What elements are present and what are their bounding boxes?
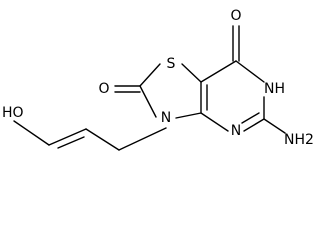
bond-ch-ch <box>48 128 87 146</box>
hydroxyl-group-label: HO <box>2 105 24 121</box>
bond-c7-n6 <box>235 60 265 83</box>
bond-s1-c2 <box>139 63 161 87</box>
chemical-structure: S O N N NH O NH2 HO <box>2 8 314 151</box>
sulfur-label: S <box>167 56 176 72</box>
thiazolone-oxygen-label: O <box>98 81 109 97</box>
bond-c5-n4 <box>243 118 265 132</box>
bond-n3-c3a <box>175 112 202 119</box>
ring-nh-label: NH <box>264 81 285 97</box>
bond-c5-n4-double <box>241 112 260 124</box>
ring-nitrogen-n4-label: N <box>231 123 241 139</box>
atom-label-layer: S O N N NH O NH2 HO <box>2 8 314 148</box>
bond-ch2-ch <box>85 128 120 151</box>
carbonyl-oxygen-label: O <box>230 8 241 24</box>
ring-nitrogen-n3-label: N <box>161 110 171 126</box>
amino-group-label: NH2 <box>284 132 314 148</box>
bond-c2-n3 <box>139 85 157 118</box>
bond-layer <box>13 25 286 151</box>
bond-c7a-s1 <box>181 63 202 83</box>
bond-n3-ch2 <box>118 127 167 151</box>
bond-n4-c3a <box>200 112 229 132</box>
bond-ch-ch2 <box>13 120 50 146</box>
bond-c7a-c7 <box>200 60 237 83</box>
bond-ch-ch-double <box>57 136 85 149</box>
bond-c5-nh2 <box>263 118 286 134</box>
